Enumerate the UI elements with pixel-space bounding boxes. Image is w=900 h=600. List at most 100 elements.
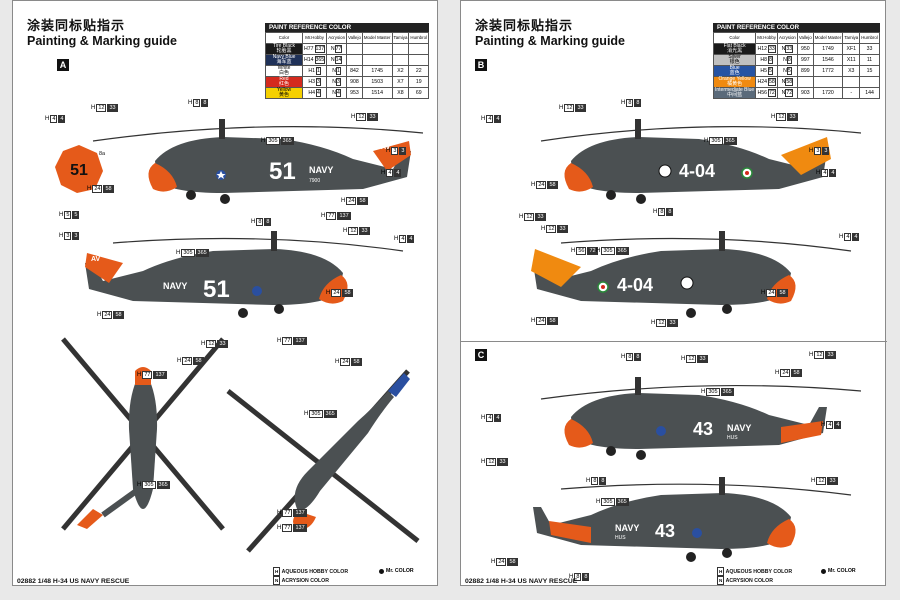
panel-badge-b: B <box>475 59 487 71</box>
callout-h: H <box>651 320 656 326</box>
paint-table-caption: PAINT REFERENCE COLOR <box>265 23 429 32</box>
paint-acrysion: N72 <box>777 86 798 99</box>
paint-vallejo: 997 <box>796 53 814 66</box>
callout-mr-code: 4 <box>58 115 66 123</box>
paint-name-en: Red <box>279 75 289 82</box>
callout-hobby-code: 24 <box>102 311 113 319</box>
callout-mr-code: 8 <box>666 208 674 216</box>
callout-h: H <box>809 352 814 358</box>
paint-vallejo: 953 <box>346 86 363 99</box>
callout-h: H <box>596 248 601 254</box>
number-51-side-a1: 51 <box>269 158 296 185</box>
callout-mr-code: 137 <box>293 509 307 517</box>
callout-hobby-code: 3 <box>814 147 822 155</box>
helicopter-a-top-view-1 <box>61 337 225 531</box>
acrysion-code: 8 <box>786 55 792 64</box>
callout-mr-code: 365 <box>195 249 209 257</box>
paint-acrysion: N14 <box>326 53 348 66</box>
paint-tamiya <box>391 42 410 55</box>
callout-h: H <box>91 105 96 111</box>
paint-acrysion: N33 <box>777 42 798 55</box>
paint-col-header: Tamiya <box>391 32 410 44</box>
acrysion-code: 72 <box>785 88 794 97</box>
paint-model-master: 1503 <box>361 75 393 88</box>
callout-hobby-code: 56 <box>576 247 587 255</box>
callout-h: H <box>177 358 182 364</box>
legend-h-key-right: H <box>717 567 725 576</box>
paint-acrysion: N5 <box>777 64 798 77</box>
callout-mr-code: 58 <box>342 289 353 297</box>
helicopter-c-side-right: 43 NAVY HUS OP <box>540 377 862 460</box>
paint-col-header: Color <box>265 32 303 44</box>
callout-hobby-code: 12 <box>348 227 359 235</box>
paint-table-caption-right: PAINT REFERENCE COLOR <box>713 23 880 32</box>
n-prefix: N <box>332 89 337 96</box>
callout-mr-code: 365 <box>280 137 294 145</box>
mr-color-code: 3 <box>315 77 321 86</box>
callout-hobby-code: 305 <box>601 498 615 506</box>
callout-h: H <box>771 114 776 120</box>
paint-col-header: Model Master <box>812 32 844 44</box>
mr-color-dot-icon <box>379 568 384 574</box>
paint-col-header: Acrysion <box>326 32 348 44</box>
panel-badge-a: A <box>57 59 69 71</box>
callout-hobby-code: 12 <box>686 355 697 363</box>
title-english: Painting & Marking guide <box>27 34 178 48</box>
callout-hobby-code: 8 <box>591 477 599 485</box>
legend-mr-text: Mr. COLOR <box>386 568 414 574</box>
navy-text-c1: NAVY <box>727 423 751 433</box>
paint-model-master: 1546 <box>812 53 844 66</box>
paint-name-en: White <box>277 64 291 71</box>
callout-mr-code: 33 <box>697 355 708 363</box>
callout-hobby-code: 8 <box>574 573 582 581</box>
n-prefix: N <box>781 45 786 52</box>
callout-hobby-code: 24 <box>780 369 791 377</box>
mr-color-code: 137 <box>314 44 326 53</box>
callout-mr-code: 33 <box>367 113 378 121</box>
callout-mr-code: 33 <box>107 104 118 112</box>
paint-model-master: 1514 <box>361 86 393 99</box>
callout-mr-code: 58 <box>791 369 802 377</box>
tail-code-c1: OP <box>811 402 821 409</box>
paint-humbrol: 11 <box>859 53 880 66</box>
acrysion-code: 1 <box>336 66 341 75</box>
paint-vallejo <box>346 53 363 66</box>
callout-hobby-code: 8 <box>626 99 634 107</box>
callout-h: H <box>335 359 340 365</box>
callout-hobby-code: 24 <box>766 289 777 297</box>
acrysion-code: 3 <box>336 77 341 86</box>
h-prefix: H <box>304 45 308 52</box>
paint-col-header: Acrysion <box>777 32 798 44</box>
footer-title-left: 02882 1/48 H-34 US NAVY RESCUE <box>17 578 130 585</box>
callout-hobby-code: 12 <box>524 213 535 221</box>
callout-mr-code: 3 <box>72 232 80 240</box>
tail-code-a1: AV <box>381 144 391 151</box>
callout-h: H <box>811 478 816 484</box>
callout-hobby-code: 24 <box>340 358 351 366</box>
callout-h: H <box>586 478 591 484</box>
